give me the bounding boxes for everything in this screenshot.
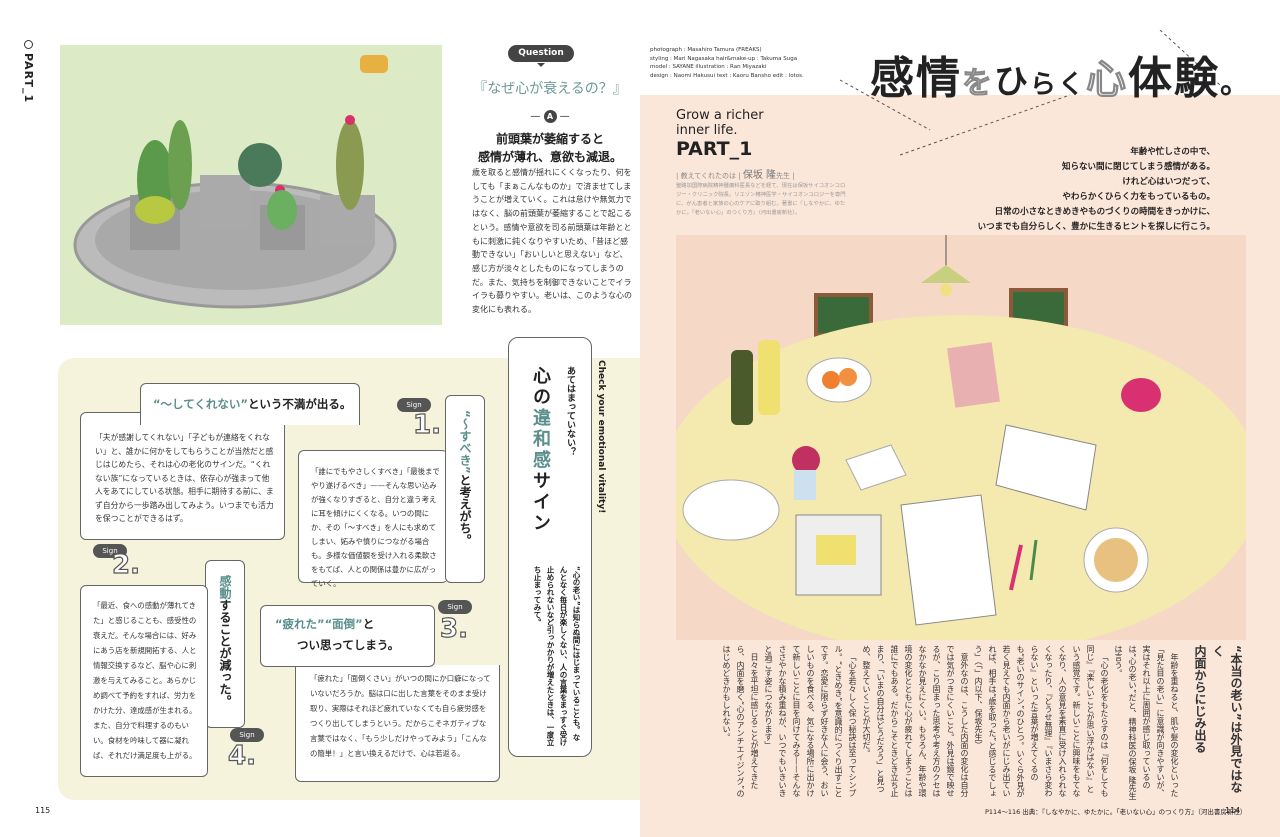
- sign-3-body-box: 「疲れた」「面倒くさい」がいつの間にか口癖になっていないだろうか。脳は口に出した…: [295, 665, 500, 782]
- sign-4-badge: Sign: [230, 728, 264, 742]
- article-body: “本当の老い”は外見ではなく内面からにじみ出る 年齢を重ねると、肌や髪の変化とい…: [660, 645, 1245, 800]
- page-number-left: 115: [35, 806, 51, 815]
- article-heading: “本当の老い”は外見ではなく内面からにじみ出る: [1193, 645, 1243, 793]
- check-title: 心の違和感サイン: [530, 366, 551, 534]
- page-number-right: 114: [1225, 806, 1241, 815]
- sign-3-badge: Sign: [438, 600, 472, 614]
- credits: photograph : Masahiro Tamura (FREAKS)sty…: [650, 47, 804, 79]
- teacher-label: | 教えてくれたのは | 保坂 隆先生 |: [676, 170, 795, 181]
- sign-1-badge: Sign: [397, 398, 431, 412]
- lead-text: 年齢や忙しさの中で、知らない間に閉じてしまう感情がある。けれど心はいつだって、や…: [977, 147, 1215, 232]
- question-badge: Question: [508, 45, 574, 67]
- sign-1-title: と考えがち。: [458, 473, 472, 546]
- article-paragraph: 日々を平坦に感じることが増えてきたら、内面を磨く“心のアンチエイジング”のはじめ…: [722, 645, 759, 798]
- sign-3-title-highlight: “疲れた”“面倒”: [275, 617, 363, 631]
- sign-1-title-box: “〜すべき”と考えがち。: [445, 395, 485, 583]
- sign-4-title: することが減った。: [218, 599, 232, 707]
- article-paragraph: 「心の老化をもたらすのは『何をしても同じ』『楽しいことが思い浮かばない』という感…: [974, 645, 1109, 798]
- question-title: 『なぜ心が衰えるの？』: [473, 81, 627, 97]
- sign-2-box: “〜してくれない”という不満が出る。: [140, 383, 360, 425]
- check-english: Check your emotional vitality!: [596, 360, 606, 514]
- sign-4-body-box: 「最近、食への感動が薄れてきた」と感じることも、感受性の衰えだ。そんな場合には、…: [80, 585, 208, 777]
- cactus-illustration: [60, 45, 442, 325]
- source-note: P114〜116 出典：『しなやかに、ゆたかに。「老いない心」のつくり方』（河出…: [985, 808, 1247, 816]
- sign-2-number: 2.: [111, 549, 140, 580]
- article-paragraph: 年齢を重ねると、肌や髪の変化といった「見た目の老い」に意識が向きやすいが、実はそ…: [1114, 645, 1179, 800]
- sign-2-badge: Sign: [93, 544, 127, 558]
- sign-1-body-box: 「誰にでもやさしくすべき」「最後までやり遂げるべき」——そんな思い込みが強くなり…: [298, 450, 448, 588]
- answer-mark: — A —: [530, 110, 570, 123]
- part-title: PART_1: [676, 138, 753, 160]
- sign-1-number: 1.: [412, 409, 441, 440]
- sign-3-title: と: [362, 617, 375, 631]
- check-subtitle: あてはまっていない？: [565, 366, 575, 456]
- sign-1-body: 「誰にでもやさしくすべき」「最後までやり遂げるべき」——そんな思い込みが強くなり…: [311, 467, 440, 588]
- teacher-profile: 聖路加国際病院精神腫瘍科医長などを経て、現在は保坂サイコオンコロジー・クリニック…: [676, 183, 846, 216]
- main-headline: 感情をひらく心体験。: [870, 53, 1253, 104]
- sign-3-number: 3.: [439, 613, 468, 644]
- article-paragraph: 「心を若々しく保つ秘訣は至ってシンプル。“ときめき”を意識的につくり出すことです…: [764, 645, 857, 798]
- sign-3-body: 「疲れた」「面倒くさい」がいつの間にか口癖になっていないだろうか。脳は口に出した…: [310, 674, 491, 758]
- table-illustration: [661, 235, 1261, 655]
- check-body: “心の老い”は知らぬ間にはじまっていることも。なんとなく毎日が楽しくない、人の言…: [533, 566, 581, 746]
- sign-2-body: 「夫が感謝してくれない」「子どもが連絡をくれない」と、誰かに何かをしてもらうこと…: [95, 433, 274, 523]
- sign-2-title: という不満が出る。: [247, 397, 352, 411]
- part-side-label: PART_1: [22, 40, 35, 103]
- sign-3-title-2: つい思ってしまう。: [297, 638, 400, 652]
- answer-body: 歳を取ると感情が揺れにくくなったり、何をしても「まぁこんなものか」で済ませてしま…: [472, 168, 632, 315]
- sign-2-body-box: 「夫が感謝してくれない」「子どもが連絡をくれない」と、誰かに何かをしてもらうこと…: [80, 412, 285, 540]
- sign-3-title-box: “疲れた”“面倒”と つい思ってしまう。: [260, 605, 435, 667]
- circle-icon: [23, 40, 33, 49]
- sign-4-body: 「最近、食への感動が薄れてきた」と感じることも、感受性の衰えだ。そんな場合には、…: [93, 601, 197, 760]
- dashed-lines: [839, 30, 1221, 156]
- article-paragraph: 意外なのは、こうした内面の変化は自分では気がつきにくいこと。外見は鏡で映せるが、…: [862, 645, 969, 797]
- sign-4-number: 4.: [227, 740, 256, 771]
- sign-1-title-highlight: “〜すべき”: [458, 410, 472, 474]
- sign-4-title-box: 感動することが減った。: [205, 560, 245, 728]
- sign-2-title-highlight: “〜してくれない”: [153, 397, 248, 411]
- answer-heading: 前頭葉が萎縮すると感情が薄れ、意欲も減退。: [477, 132, 623, 164]
- check-box: あてはまっていない？ 心の違和感サイン “心の老い”は知らぬ間にはじまっているこ…: [508, 337, 592, 757]
- sign-4-title-highlight: 感動: [218, 575, 232, 599]
